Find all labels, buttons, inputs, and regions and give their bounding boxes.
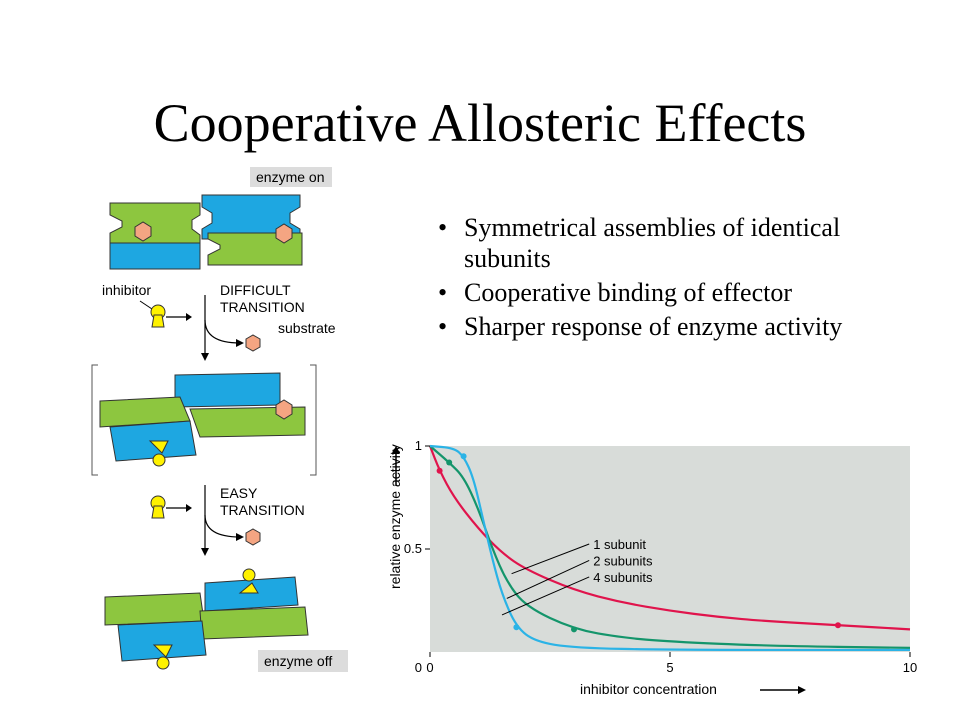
inhibitor-label: inhibitor (102, 282, 151, 298)
series-marker (460, 453, 467, 460)
bullet-item: Sharper response of enzyme activity (438, 311, 898, 342)
difficult-label: DIFFICULT (220, 282, 291, 298)
series-label: 2 subunits (593, 553, 653, 568)
x-tick-label: 0 (426, 660, 433, 675)
series-marker (835, 622, 841, 629)
series-label: 1 subunit (593, 537, 646, 552)
series-line (428, 445, 911, 631)
series-label: 4 subunits (593, 570, 653, 585)
intermediate-complex (99, 372, 306, 467)
easy-label: EASY (220, 485, 258, 501)
y-tick-label: 0.5 (404, 541, 422, 556)
difficult-transition-label: TRANSITION (220, 299, 305, 315)
inhibitor-icon (150, 304, 166, 328)
x-axis-label: inhibitor concentration (580, 681, 717, 697)
series-label-leader (506, 560, 590, 599)
enzyme-off-complex (104, 568, 309, 670)
enzyme-off-label: enzyme off (264, 653, 332, 669)
y-axis-label: relative enzyme activity (387, 444, 403, 589)
series-label-leader (511, 543, 590, 575)
origin-label: 0 (415, 660, 422, 675)
plot-area (430, 446, 910, 652)
enzyme-on-complex (109, 194, 303, 270)
enzyme-on-label: enzyme on (256, 169, 324, 185)
x-tick-label: 10 (903, 660, 917, 675)
series-marker (571, 626, 577, 633)
x-axis-arrowhead (798, 686, 806, 694)
series-marker (436, 467, 443, 474)
bullet-list: Symmetrical assemblies of identical subu… (438, 212, 898, 345)
series-marker (513, 624, 520, 631)
series-line (429, 444, 910, 652)
bullet-item: Cooperative binding of effector (438, 277, 898, 308)
series-label-leader (501, 576, 590, 616)
easy-transition-label: TRANSITION (220, 502, 305, 518)
series-layer (428, 444, 911, 652)
allosteric-diagram: enzyme on inhibitor DIFFICULT TRANSITION… (91, 167, 348, 672)
page-title: Cooperative Allosteric Effects (153, 93, 807, 153)
x-tick-label: 5 (666, 660, 673, 675)
y-axis-arrowhead (392, 446, 400, 453)
y-tick-label: 1 (415, 438, 422, 453)
substrate-icon (245, 528, 261, 546)
substrate-label: substrate (278, 320, 336, 336)
bullet-item: Symmetrical assemblies of identical subu… (438, 212, 898, 274)
series-line (429, 445, 911, 649)
series-marker (446, 459, 453, 466)
inhibitor-icon (150, 495, 166, 519)
substrate-icon (245, 334, 261, 352)
